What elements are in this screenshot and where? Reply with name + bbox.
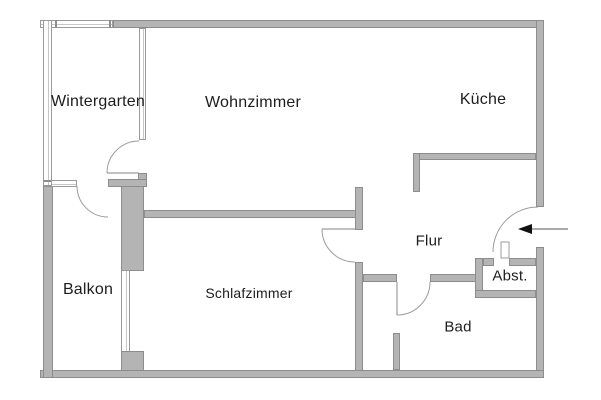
window-top-wintergarten	[40, 20, 113, 28]
wall-abst-top-left	[483, 258, 494, 266]
room-label-schlafzimmer: Schlafzimmer	[205, 285, 293, 301]
window-left-wintergarten	[43, 20, 52, 186]
wall-balkon-schlafzimmer-upper	[121, 186, 144, 271]
entrance-arrow-icon	[518, 224, 568, 234]
door-bad	[396, 281, 431, 316]
window-tick	[109, 20, 111, 28]
room-label-wintergarten: Wintergarten	[51, 93, 145, 110]
wall-bad-stub	[393, 333, 400, 370]
door-wintergarten	[106, 140, 140, 174]
wall-abst-bottom	[475, 290, 536, 298]
room-label-balkon: Balkon	[62, 281, 114, 298]
wall-balkon-schlafzimmer-lower	[121, 351, 144, 371]
door-abst-leaf	[500, 241, 510, 259]
room-label-bad: Bad	[444, 318, 472, 336]
glass-wall-wintergarten-wohnzimmer	[139, 28, 146, 140]
room-label-wohnzimmer: Wohnzimmer	[205, 94, 301, 111]
door-entrance	[492, 206, 539, 253]
wall-abst-top-right	[509, 258, 536, 266]
door-schlafzimmer	[321, 228, 356, 263]
wall-flur-schlafzimmer-lower	[355, 262, 363, 371]
wall-flur-schlafzimmer-upper	[355, 187, 363, 230]
wall-outer-left-lower	[43, 186, 53, 378]
window-tick	[55, 20, 57, 28]
wall-outer-bottom	[40, 370, 544, 378]
room-label-kueche: Küche	[459, 91, 507, 108]
room-label-abstellraum: Abst.	[492, 267, 528, 285]
wall-outer-right-upper	[536, 20, 544, 207]
wall-flur-bad-left	[363, 274, 397, 282]
window-wintergarten-balkon	[51, 180, 77, 187]
window-tick	[43, 180, 52, 182]
door-balkon	[76, 185, 109, 218]
wall-kueche-stub	[413, 153, 420, 192]
room-label-flur: Flur	[415, 232, 443, 250]
